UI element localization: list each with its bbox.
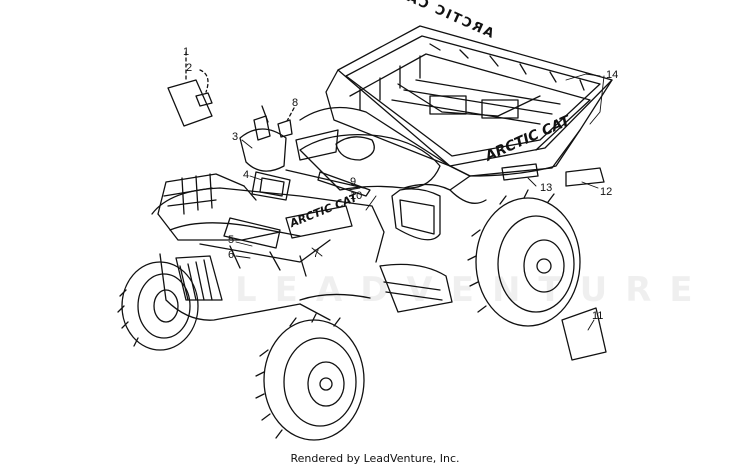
callout-9[interactable]: 9 [350,176,357,188]
front-rack [157,173,331,277]
rear-right-wheel [467,189,581,327]
callout-6[interactable]: 6 [228,249,235,261]
footer-credit: Rendered by LeadVenture, Inc. [290,452,460,465]
callout-11[interactable]: 11 [592,310,604,322]
callout-7[interactable]: 7 [313,248,320,260]
rear-fender [299,106,605,241]
front-right-wheel [255,313,365,441]
handlebars [239,105,371,201]
callout-8[interactable]: 8 [292,97,299,109]
callout-13[interactable]: 13 [540,182,553,194]
callout-14[interactable]: 14 [606,69,619,81]
rear-rack [325,25,613,177]
callout-5[interactable]: 5 [228,234,235,246]
callout-3[interactable]: 3 [232,131,239,143]
seat-and-tank [295,129,441,191]
leader-lines [235,73,605,331]
callout-12[interactable]: 12 [600,186,613,198]
decal-1-2 [167,51,213,127]
front-left-wheel [117,261,199,351]
decal-11 [561,307,607,361]
watermark-text: LEADVENTURE [235,270,711,310]
callout-1[interactable]: 1 [183,46,190,58]
footwell [379,263,453,313]
decal-8 [277,107,295,138]
callout-4[interactable]: 4 [243,169,250,181]
front-body [151,187,453,321]
callout-2[interactable]: 2 [186,62,193,74]
callout-10[interactable]: 10 [350,190,363,202]
decal-12 [565,167,605,187]
decal-13 [501,163,539,181]
